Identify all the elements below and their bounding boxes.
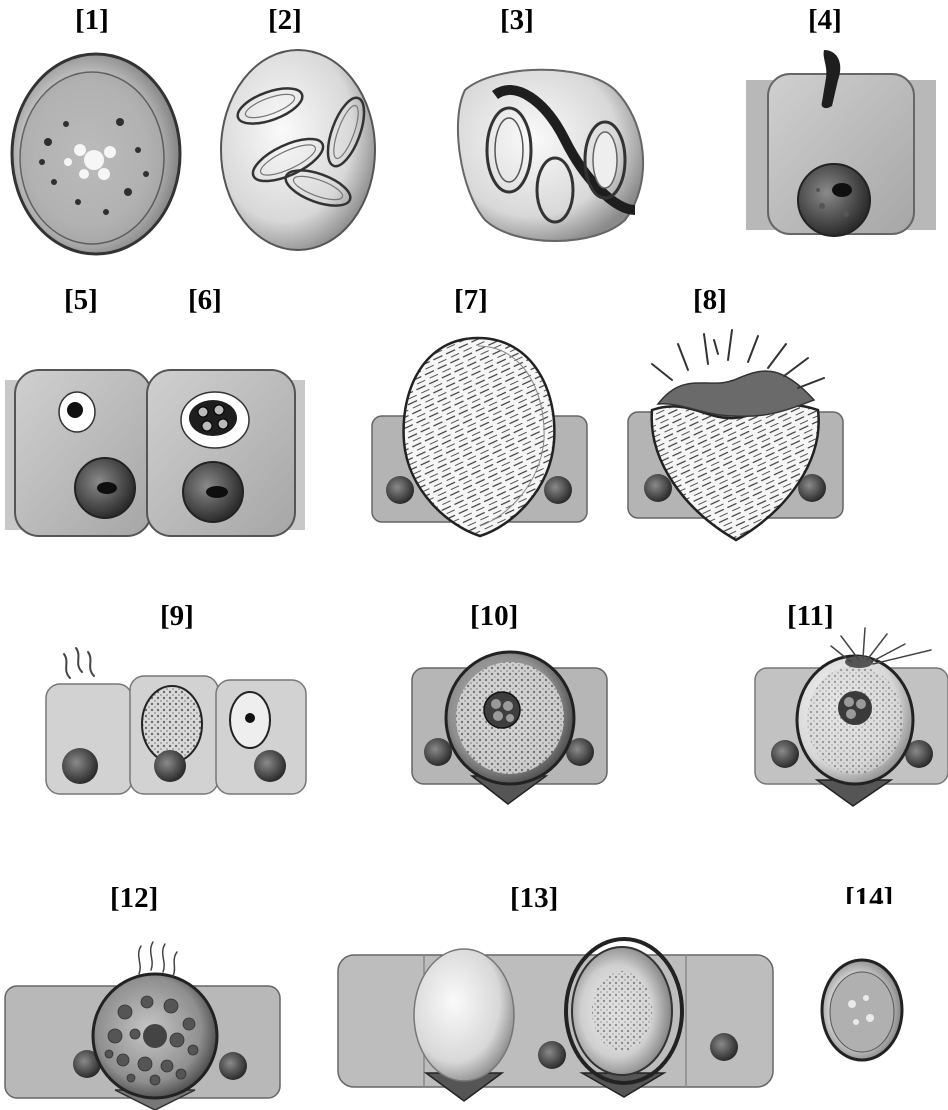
released-oocyst-figure <box>820 958 905 1063</box>
stage-label-9: [9] <box>160 602 194 631</box>
stage-label-10: [10] <box>470 602 518 631</box>
meront-figure <box>372 330 587 542</box>
stage-label-6: [6] <box>188 286 222 315</box>
stage-label-12: [12] <box>110 884 158 913</box>
stage-label-1: [1] <box>75 6 109 35</box>
stage-label-7: [7] <box>454 286 488 315</box>
fertilization-figure <box>755 620 948 810</box>
trophozoite-schizont-figure <box>5 360 305 545</box>
stage-label-5: [5] <box>64 286 98 315</box>
excysting-oocyst-figure <box>455 60 655 250</box>
zygote-oocyst-figure <box>338 915 773 1105</box>
oocyst-figure <box>8 52 183 257</box>
rupturing-meront-figure <box>628 330 843 545</box>
merozoite-invasion-figure <box>42 642 310 802</box>
macrogamont-figure <box>412 648 607 808</box>
stage-label-3: [3] <box>500 6 534 35</box>
sporulated-oocyst-figure <box>218 48 378 253</box>
stage-label-8: [8] <box>693 286 727 315</box>
stage-label-14: [14] <box>845 884 893 904</box>
microgamont-figure <box>5 940 280 1110</box>
stage-label-2: [2] <box>268 6 302 35</box>
stage-label-13: [13] <box>510 884 558 913</box>
sporozoite-entry-figure <box>746 50 936 245</box>
stage-label-4: [4] <box>808 6 842 35</box>
